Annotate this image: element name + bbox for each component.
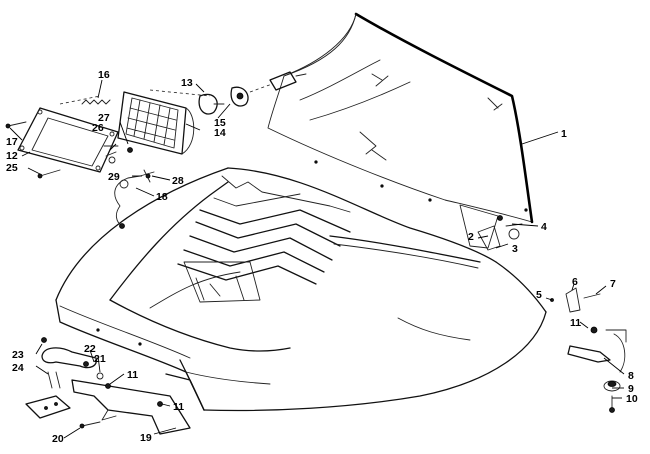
callout-25: 25 bbox=[6, 162, 18, 174]
callout-7: 7 bbox=[610, 278, 616, 290]
callout-21: 21 bbox=[94, 353, 106, 365]
callout-9: 9 bbox=[628, 383, 634, 395]
callout-15: 15 bbox=[214, 117, 226, 129]
callout-23: 23 bbox=[12, 349, 24, 361]
callout-5: 5 bbox=[536, 289, 542, 301]
callout-13: 13 bbox=[181, 77, 193, 89]
callout-4: 4 bbox=[541, 221, 547, 233]
callout-20: 20 bbox=[52, 433, 64, 445]
callout-11-bracket: 11 bbox=[173, 401, 184, 413]
headlight-assembly bbox=[5, 71, 307, 229]
callout-28: 28 bbox=[172, 175, 184, 187]
callout-3: 3 bbox=[512, 243, 518, 255]
callout-11-right: 11 bbox=[570, 317, 581, 329]
callout-2: 2 bbox=[468, 231, 474, 243]
right-mount-hardware bbox=[477, 215, 627, 413]
callout-19: 19 bbox=[140, 432, 152, 444]
hood bbox=[55, 167, 547, 412]
callout-12: 12 bbox=[6, 150, 18, 162]
callout-14: 14 bbox=[214, 127, 226, 139]
callout-16: 16 bbox=[98, 69, 110, 81]
callout-18: 18 bbox=[156, 191, 168, 203]
callout-27: 27 bbox=[98, 112, 110, 124]
windshield bbox=[267, 12, 534, 249]
callout-8: 8 bbox=[628, 370, 634, 382]
left-lower-hardware bbox=[25, 337, 191, 435]
callout-10: 10 bbox=[626, 393, 638, 405]
callout-11-lower-left: 11 bbox=[127, 369, 138, 381]
callout-6: 6 bbox=[572, 276, 578, 288]
callout-24: 24 bbox=[12, 362, 24, 374]
callout-29: 29 bbox=[108, 171, 120, 183]
callout-22: 22 bbox=[84, 343, 96, 355]
callout-1: 1 bbox=[561, 128, 567, 140]
callout-26: 26 bbox=[92, 122, 104, 134]
leader-lines bbox=[9, 79, 625, 439]
callout-17: 17 bbox=[6, 136, 18, 148]
callout-labels: 1 2 3 4 5 6 7 8 9 10 11 11 11 12 13 14 1… bbox=[6, 69, 638, 445]
